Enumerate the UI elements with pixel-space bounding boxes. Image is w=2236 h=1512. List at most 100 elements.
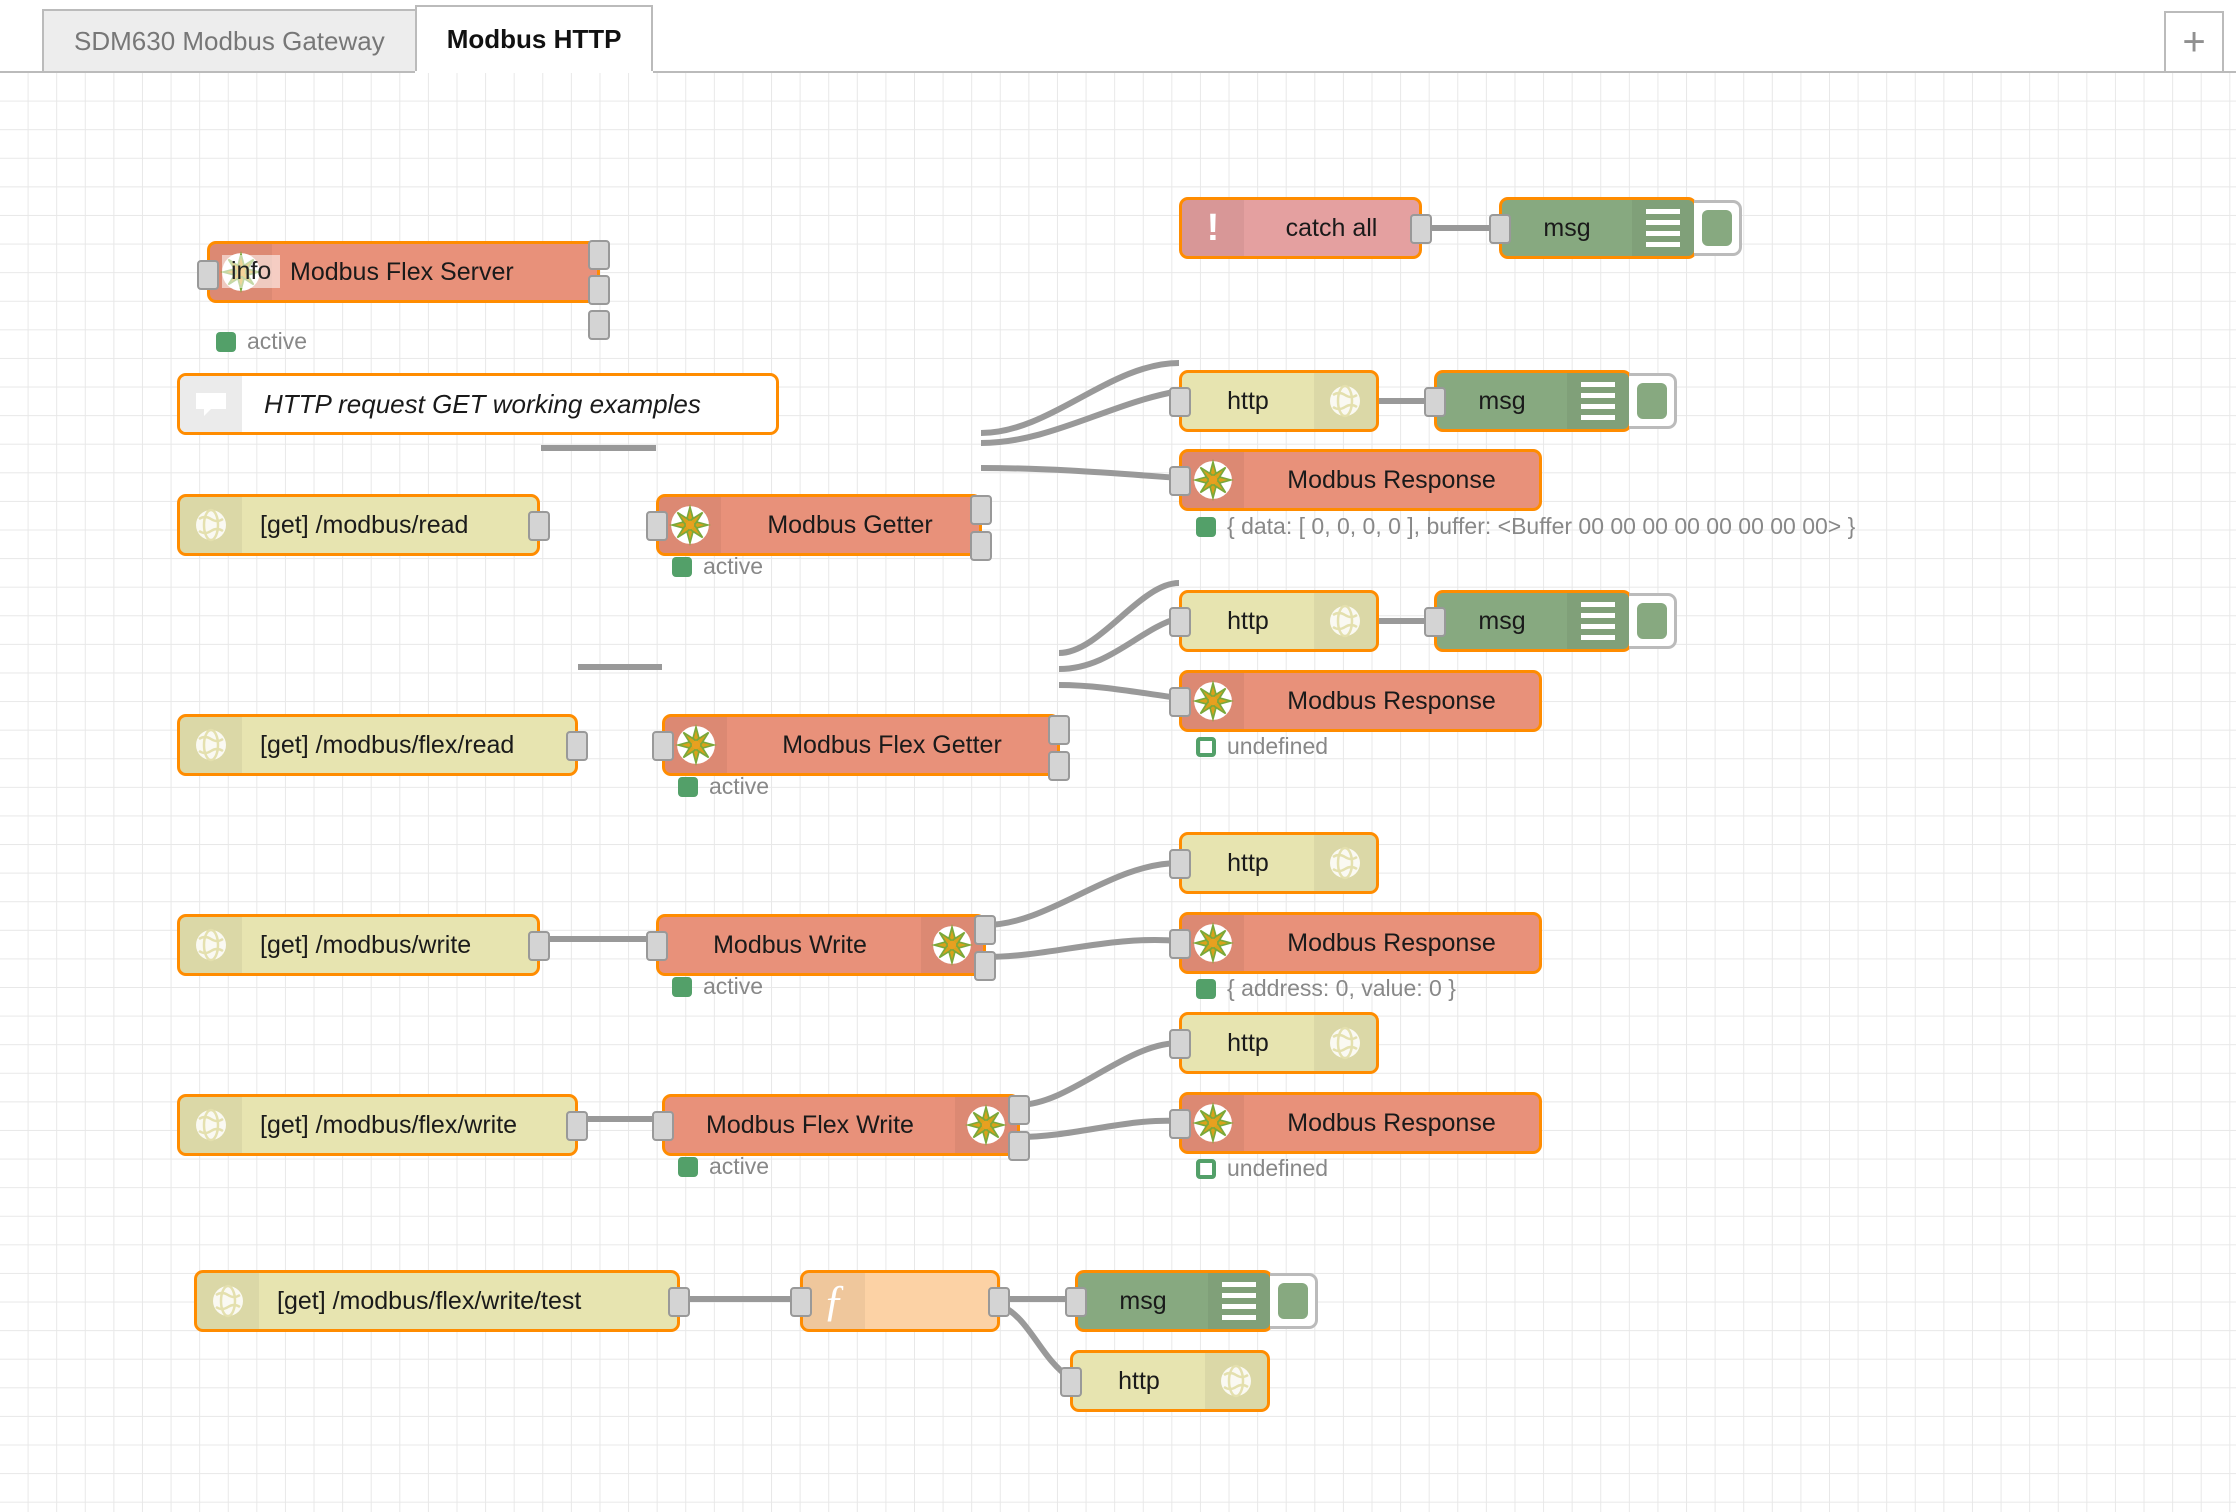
status-modbus-write: active — [672, 973, 763, 1000]
output-port-1[interactable] — [970, 495, 992, 525]
debug-enable-button[interactable] — [1694, 200, 1742, 256]
debug-icon — [1567, 593, 1629, 649]
globe-icon — [180, 717, 242, 773]
node-modbus-flex-server[interactable]: Modbus Flex Server — [197, 240, 610, 340]
output-port-2[interactable] — [588, 275, 610, 305]
node-http-response-5[interactable]: http — [1060, 1350, 1270, 1412]
output-port[interactable] — [566, 731, 588, 761]
input-port[interactable] — [646, 511, 668, 541]
output-port-1[interactable] — [588, 240, 610, 270]
node-modbus-response-2[interactable]: Modbus Response — [1169, 670, 1542, 732]
output-port-2[interactable] — [970, 531, 992, 561]
status-text: undefined — [1227, 1155, 1329, 1181]
input-port[interactable] — [652, 731, 674, 761]
input-port[interactable] — [1169, 1029, 1191, 1059]
output-port[interactable] — [988, 1287, 1010, 1317]
node-http-response-4[interactable]: http — [1169, 1012, 1379, 1074]
node-catch-all[interactable]: ! catch all — [1179, 197, 1432, 259]
globe-icon — [1205, 1353, 1267, 1409]
node-modbus-flex-getter[interactable]: Modbus Flex Getter — [652, 714, 1070, 781]
node-modbus-response-4[interactable]: Modbus Response — [1169, 1092, 1542, 1154]
node-http-in-modbus-write[interactable]: [get] /modbus/write — [177, 914, 550, 976]
input-port[interactable] — [197, 260, 219, 290]
status-text: active — [703, 973, 764, 999]
globe-icon — [180, 497, 242, 553]
input-port[interactable] — [652, 1111, 674, 1141]
node-http-in-modbus-flex-write[interactable]: [get] /modbus/flex/write — [177, 1094, 588, 1156]
status-indicator — [216, 331, 236, 352]
input-port[interactable] — [1169, 687, 1191, 717]
input-port[interactable] — [646, 931, 668, 961]
node-debug-2[interactable]: msg — [1424, 590, 1677, 652]
node-http-response-3[interactable]: http — [1169, 832, 1379, 894]
input-port[interactable] — [1169, 929, 1191, 959]
modbus-icon-svg — [1192, 680, 1234, 722]
node-comment[interactable]: HTTP request GET working examples — [177, 373, 779, 435]
output-port-3[interactable] — [588, 310, 610, 340]
input-port[interactable] — [790, 1287, 812, 1317]
node-http-in-flex-write-test[interactable]: [get] /modbus/flex/write/test — [194, 1270, 690, 1332]
node-modbus-write[interactable]: Modbus Write — [646, 914, 996, 981]
input-port[interactable] — [1169, 387, 1191, 417]
debug-icon — [1632, 200, 1694, 256]
output-port-1[interactable] — [974, 915, 996, 945]
status-indicator — [1196, 1158, 1216, 1179]
node-label: Modbus Write — [713, 930, 867, 959]
node-label — [865, 1273, 997, 1329]
node-label: Modbus Flex Write — [706, 1110, 914, 1139]
node-label: [get] /modbus/read — [260, 510, 469, 539]
node-debug-catch[interactable]: msg — [1489, 197, 1742, 259]
globe-icon — [180, 917, 242, 973]
node-function[interactable]: ƒ — [790, 1270, 1010, 1332]
node-label: [get] /modbus/flex/read — [260, 730, 515, 759]
node-label: [get] /modbus/flex/write — [260, 1110, 518, 1139]
tab-sdm630-modbus-gateway[interactable]: SDM630 Modbus Gateway — [42, 9, 417, 71]
input-port[interactable] — [1169, 849, 1191, 879]
modbus-icon — [665, 717, 727, 773]
globe-icon-svg — [196, 1108, 226, 1142]
output-port[interactable] — [1410, 214, 1432, 244]
node-label: http — [1227, 848, 1269, 877]
input-port[interactable] — [1424, 387, 1446, 417]
node-modbus-response-1[interactable]: Modbus Response — [1169, 449, 1542, 511]
output-port-2[interactable] — [974, 951, 996, 981]
status-indicator — [1196, 736, 1216, 757]
input-port[interactable] — [1060, 1367, 1082, 1397]
output-port[interactable] — [528, 511, 550, 541]
flow-canvas[interactable]: Modbus Flex Server info active HTTP requ… — [0, 73, 2236, 1512]
input-port[interactable] — [1065, 1287, 1087, 1317]
output-port-1[interactable] — [1048, 715, 1070, 745]
input-port[interactable] — [1169, 466, 1191, 496]
add-tab-button[interactable]: + — [2164, 11, 2224, 71]
node-http-in-modbus-flex-read[interactable]: [get] /modbus/flex/read — [177, 714, 588, 776]
debug-enable-button[interactable] — [1270, 1273, 1318, 1329]
tab-modbus-http[interactable]: Modbus HTTP — [414, 5, 654, 71]
node-modbus-flex-write[interactable]: Modbus Flex Write — [652, 1094, 1030, 1161]
node-debug-3[interactable]: msg — [1065, 1270, 1318, 1332]
status-indicator — [672, 976, 692, 997]
exclamation-icon: ! — [1182, 200, 1244, 256]
output-port-2[interactable] — [1008, 1131, 1030, 1161]
node-modbus-getter[interactable]: Modbus Getter — [646, 494, 992, 561]
input-port[interactable] — [1169, 1109, 1191, 1139]
node-label: Modbus Response — [1287, 465, 1496, 494]
node-http-in-modbus-read[interactable]: [get] /modbus/read — [177, 494, 550, 556]
globe-icon-svg — [1330, 1026, 1360, 1060]
output-port-1[interactable] — [1008, 1095, 1030, 1125]
output-port[interactable] — [566, 1111, 588, 1141]
node-http-response-2[interactable]: http — [1169, 590, 1379, 652]
input-port[interactable] — [1169, 607, 1191, 637]
node-debug-1[interactable]: msg — [1424, 370, 1677, 432]
node-modbus-response-3[interactable]: Modbus Response — [1169, 912, 1542, 974]
output-port[interactable] — [528, 931, 550, 961]
output-port-2[interactable] — [1048, 751, 1070, 781]
globe-icon-svg — [196, 928, 226, 962]
input-port[interactable] — [1424, 607, 1446, 637]
debug-enable-button[interactable] — [1629, 593, 1677, 649]
node-label: catch all — [1285, 213, 1378, 242]
output-port[interactable] — [668, 1287, 690, 1317]
node-http-response-1[interactable]: http — [1169, 370, 1379, 432]
node-label: [get] /modbus/write — [260, 930, 472, 959]
input-port[interactable] — [1489, 214, 1511, 244]
debug-enable-button[interactable] — [1629, 373, 1677, 429]
